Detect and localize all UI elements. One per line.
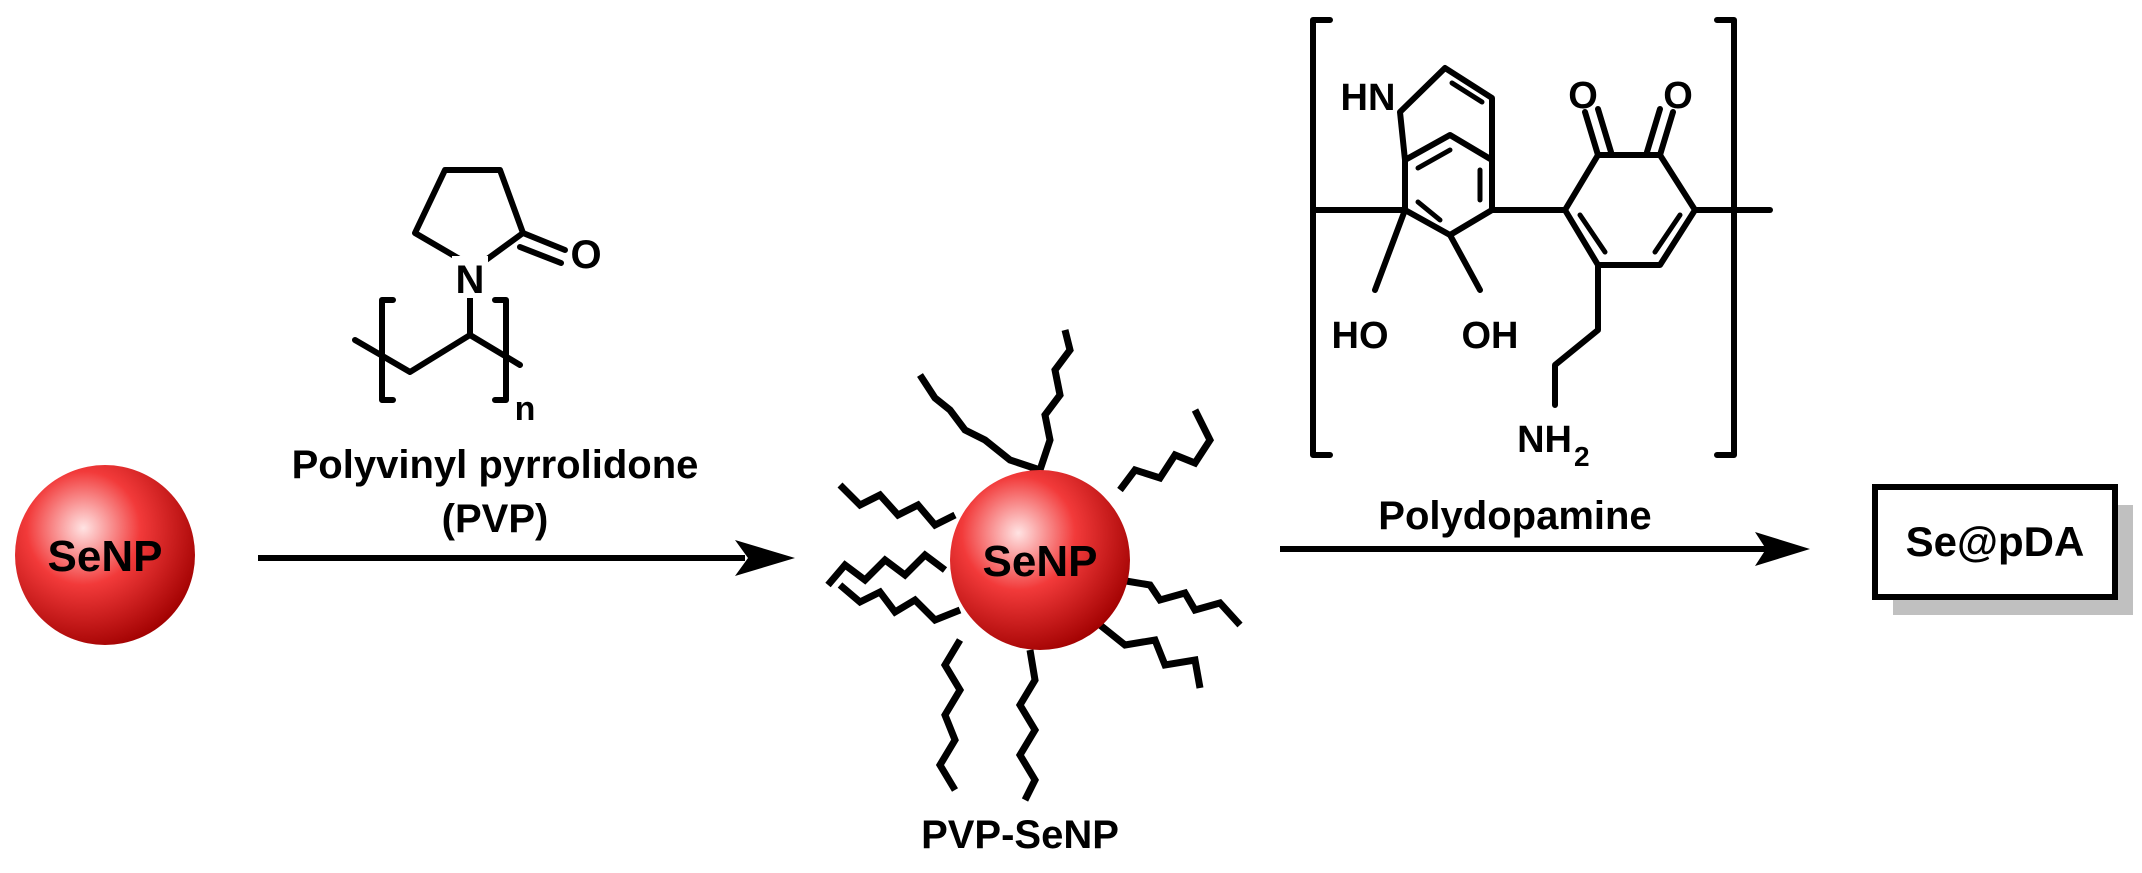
pda-nh-text: NH [1517,419,1572,461]
pvp-n-bg [452,256,488,298]
pvp-carbonyl-1 [520,230,568,253]
pda-nh2-label: NH 2 [1517,419,1589,472]
pvp-chain-9 [935,638,965,792]
pvp-ring-bonds [412,167,526,271]
pda-aminoethyl-chain [1552,262,1601,408]
arrow-2 [1280,532,1810,566]
senp-center-label: SeNP [983,537,1098,586]
arrow-1 [258,540,795,576]
arrow-1-head [735,540,795,576]
sphere-body-center [950,470,1130,650]
pda-o-right-label: O [1663,75,1693,117]
pvp-chains [825,329,1243,802]
pvp-atom-n: N [456,258,485,302]
arrow-2-head [1755,532,1810,566]
pvp-chain-7 [1119,576,1243,628]
pda-ho-bond [1372,207,1408,293]
pvp-chain-2 [1036,329,1074,472]
product-box: Se@pDA [1872,484,2133,615]
pvp-bracket-left [379,297,396,403]
pvp-senp-caption: PVP-SeNP [921,813,1119,857]
product-box-frame [1872,484,2118,600]
pvp-name-line2: (PVP) [442,497,549,541]
pda-pyrrole-db [1449,80,1485,105]
senp-left-label: SeNP [48,532,163,581]
pvp-chain-10 [1015,649,1040,802]
pvp-senp-particle: SeNP [825,329,1243,802]
pda-structure: HN O O HO OH NH 2 [1310,17,1773,472]
pvp-atom-o: O [570,233,601,277]
pvp-chain-1 [917,373,1042,474]
pda-co-left-1 [1582,109,1601,158]
senp-sphere-left: SeNP [15,465,195,645]
pvp-chain-3 [1117,408,1215,493]
sphere-body-left [15,465,195,645]
pvp-chain-8 [1097,622,1204,689]
pda-o-left-label: O [1568,75,1598,117]
polydopamine-label: Polydopamine [1378,494,1651,538]
pda-benzene-db-3 [1415,199,1443,223]
pda-co-right-2 [1644,106,1663,155]
pvp-chain-4 [837,482,957,530]
product-label: Se@pDA [1906,518,2085,565]
pvp-bracket-right [492,297,509,403]
pda-quinone-ring [1562,152,1698,268]
pda-nh2-subscript: 2 [1574,441,1590,472]
pvp-chain-5 [825,550,948,588]
pda-benzene-db-1 [1415,147,1453,171]
pda-co-right-1 [1657,109,1676,158]
pda-co-left-2 [1595,106,1614,155]
pvp-structure: N O n [352,167,602,428]
pda-oh-bond [1447,232,1483,293]
pvp-chain-6 [837,582,962,625]
pda-hn-label: HN [1341,77,1396,119]
pda-ho-label: HO [1332,315,1389,357]
pda-quinone-db-1 [1577,212,1608,255]
pda-oh-label: OH [1462,315,1519,357]
pda-quinone-db-2 [1652,212,1683,255]
pvp-name-line1: Polyvinyl pyrrolidone [292,443,699,487]
pvp-repeat-n: n [515,390,536,428]
pda-bracket-left [1310,17,1333,458]
pda-bracket-right [1714,17,1737,458]
pvp-carbonyl-2 [517,244,564,266]
pda-pyrrole-ring [1397,65,1495,163]
